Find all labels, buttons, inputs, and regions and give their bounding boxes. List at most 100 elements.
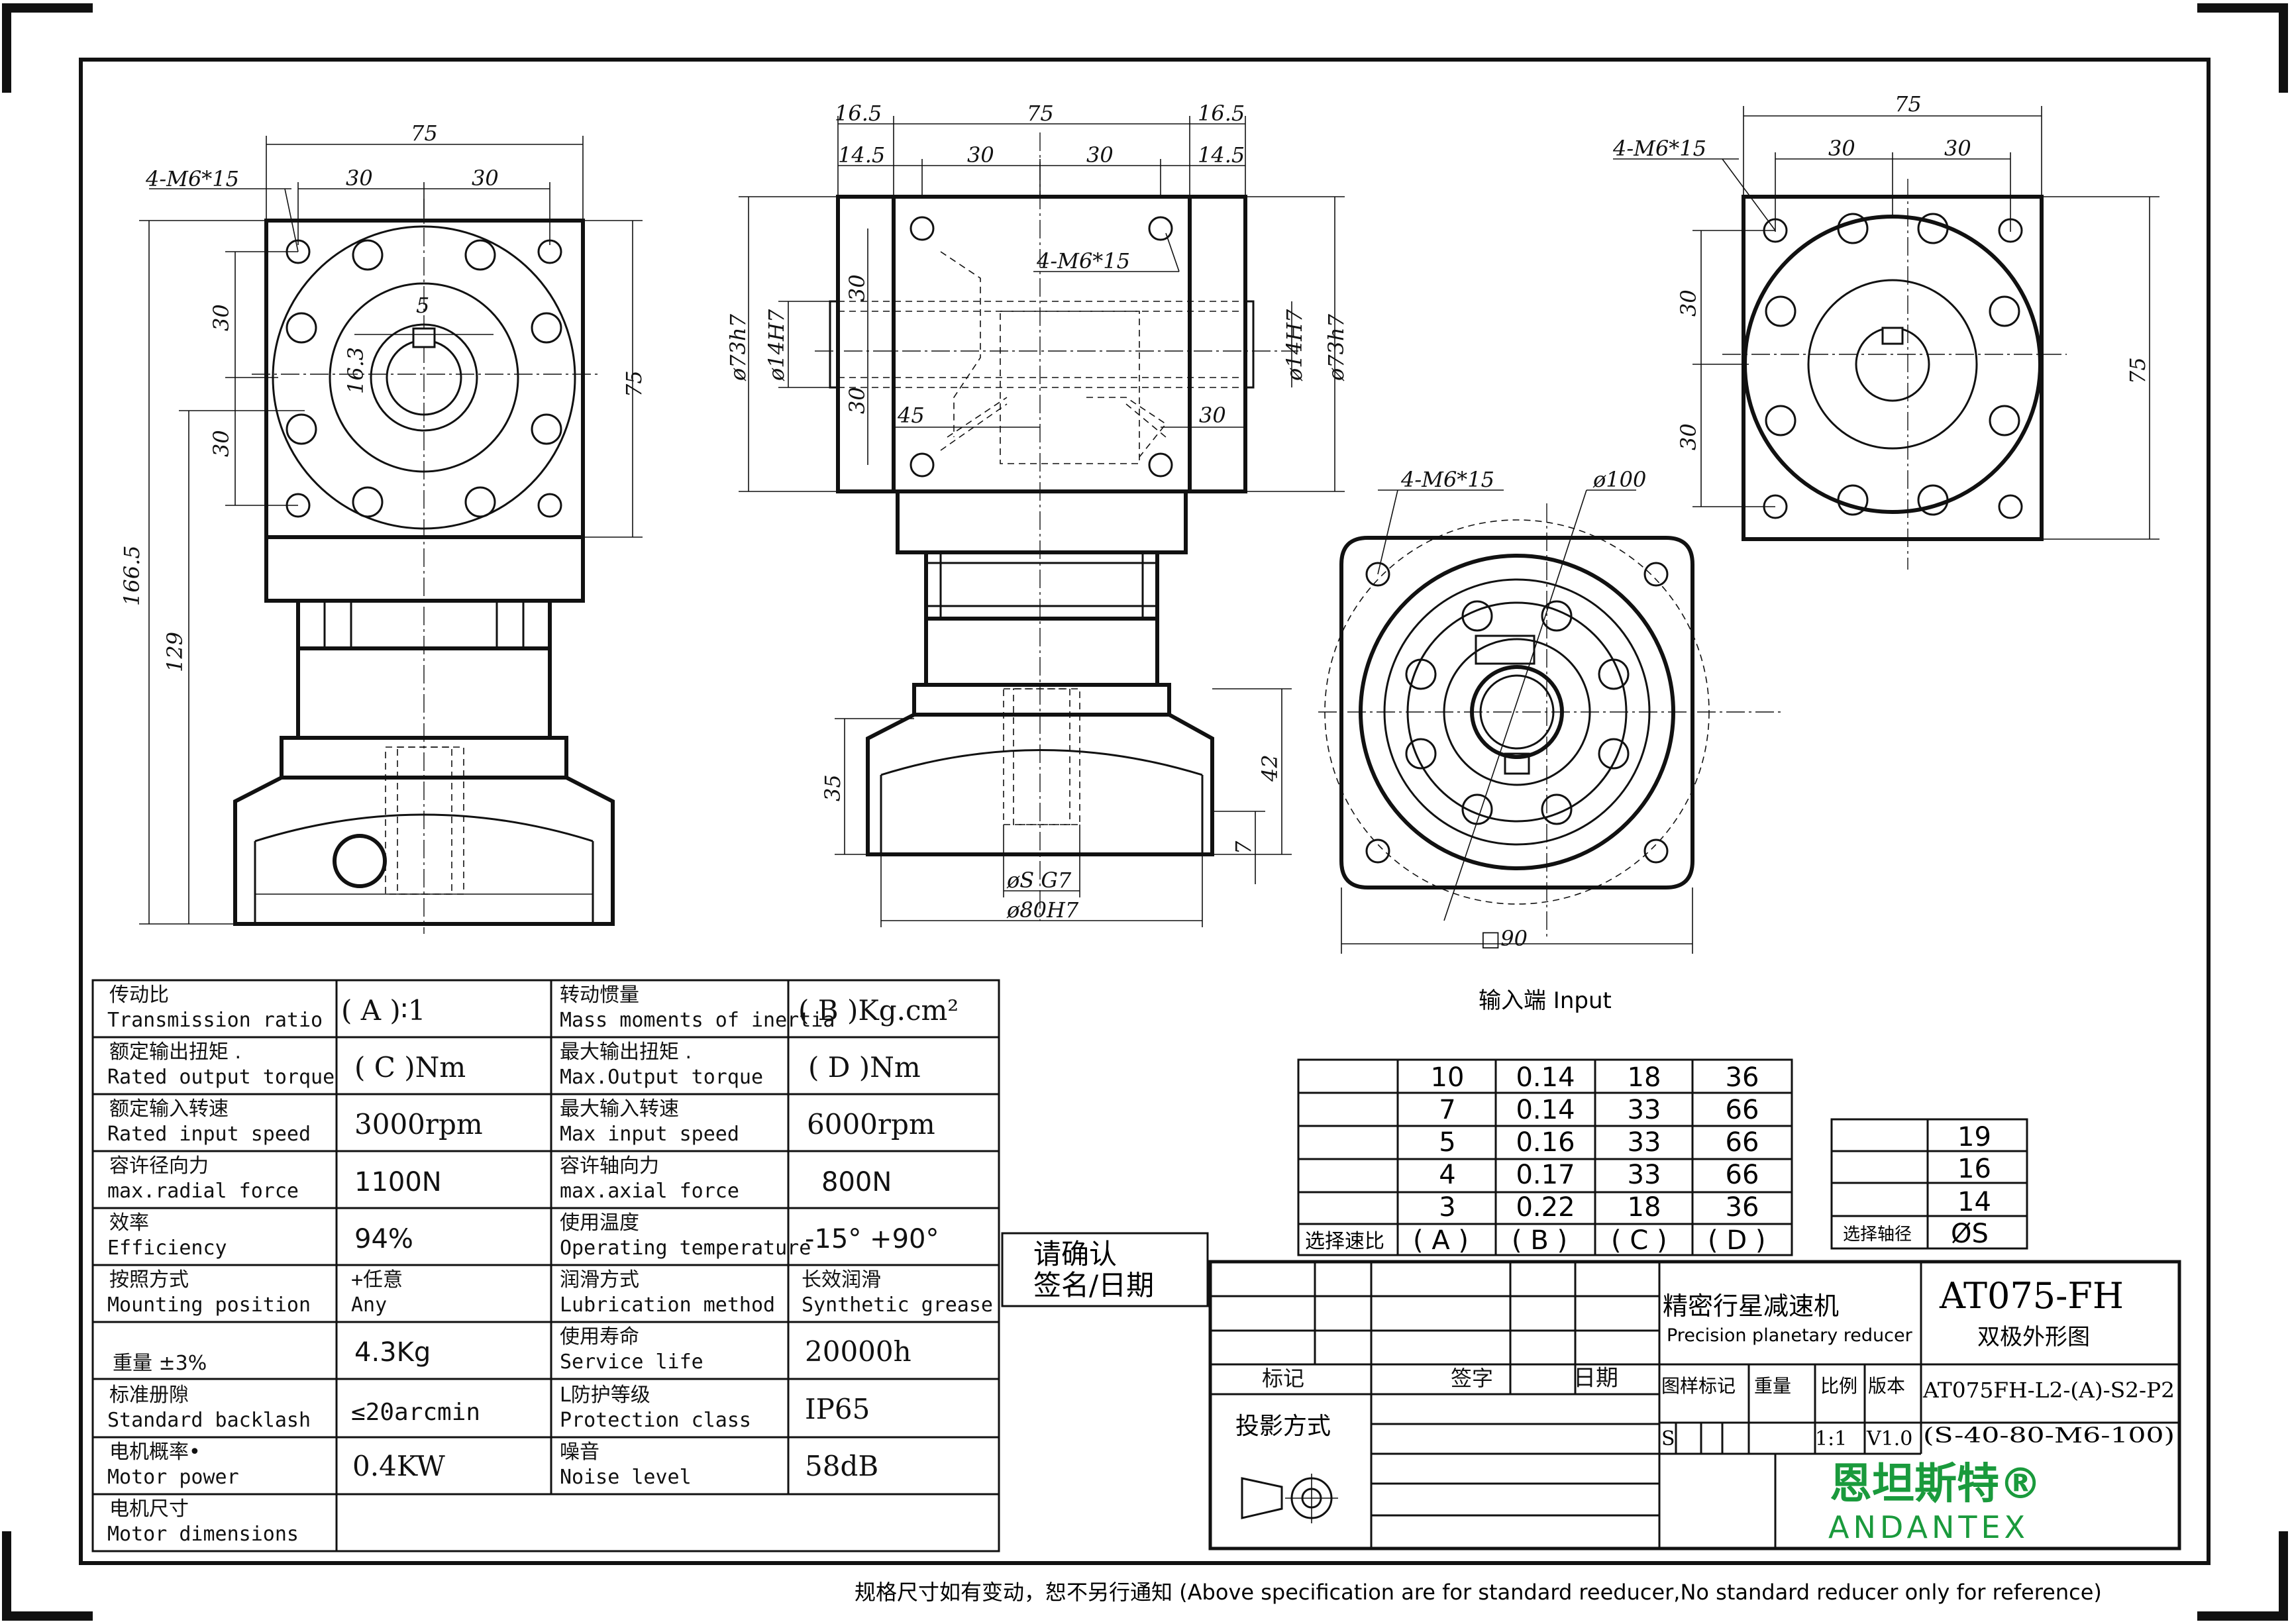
right-dim: 30	[1676, 289, 1701, 317]
svg-text:94%: 94%	[354, 1224, 413, 1254]
right-dim: 75	[2125, 357, 2150, 384]
svg-text:Noise level: Noise level	[560, 1466, 692, 1489]
svg-text:按照方式: 按照方式	[109, 1268, 189, 1292]
svg-text:电机尺寸: 电机尺寸	[109, 1497, 189, 1521]
middle-dim: 30	[967, 142, 994, 168]
left-dim: 75	[621, 370, 647, 397]
svg-text:图样标记: 图样标记	[1661, 1375, 1736, 1397]
spec-row: 额定输出扭矩 . Rated output torque ( C )Nm 最大输…	[107, 1040, 921, 1089]
svg-text:V1.0: V1.0	[1866, 1427, 1912, 1450]
svg-text:Rated output torque: Rated output torque	[107, 1066, 335, 1089]
ratio-cell: 18	[1628, 1192, 1661, 1223]
ratio-cell: 0.16	[1516, 1127, 1575, 1158]
input-dim: ø100	[1592, 467, 1646, 492]
input-dim: 4-M6*15	[1400, 467, 1494, 492]
svg-text:投影方式: 投影方式	[1235, 1413, 1331, 1440]
svg-text:精密行星减速机: 精密行星减速机	[1663, 1292, 1839, 1321]
svg-text:效率: 效率	[109, 1211, 149, 1235]
svg-text:58dB: 58dB	[805, 1450, 878, 1482]
svg-text:( B )Kg.cm²: ( B )Kg.cm²	[798, 994, 959, 1027]
svg-text:IP65: IP65	[805, 1393, 870, 1425]
svg-text:-15° +90°: -15° +90°	[805, 1224, 939, 1254]
svg-text:比例: 比例	[1820, 1375, 1857, 1397]
svg-text:Lubrication method: Lubrication method	[560, 1294, 775, 1317]
right-dim: 30	[1828, 136, 1855, 161]
ratio-cell: 0.14	[1516, 1095, 1575, 1125]
svg-text:Mass moments of inertia: Mass moments of inertia	[560, 1009, 835, 1032]
svg-text:Service life: Service life	[560, 1350, 703, 1374]
middle-dim: 4-M6*15	[1036, 248, 1130, 274]
svg-text:双极外形图: 双极外形图	[1977, 1324, 2090, 1350]
svg-text:Standard backlash: Standard backlash	[107, 1409, 311, 1432]
svg-text:Efficiency: Efficiency	[107, 1237, 227, 1260]
middle-dim: ø80H7	[1006, 897, 1079, 923]
middle-dim: 30	[845, 387, 870, 414]
middle-dim: 75	[1027, 101, 1054, 126]
svg-text:Max.Output torque: Max.Output torque	[560, 1066, 763, 1089]
svg-text:使用寿命: 使用寿命	[560, 1325, 639, 1348]
brand-cn: 恩坦斯特®	[1830, 1460, 2042, 1509]
footnote: 规格尺寸如有变动，恕不另行通知 (Above specification are…	[855, 1580, 2102, 1605]
shaft-table: 19 16 14 选择轴径 ØS	[1830, 1118, 2028, 1250]
svg-text:0.4KW: 0.4KW	[352, 1450, 446, 1482]
svg-text:额定输出扭矩 .: 额定输出扭矩 .	[109, 1040, 241, 1064]
svg-text:转动惯量: 转动惯量	[560, 984, 639, 1007]
svg-text:(S-40-80-M6-100): (S-40-80-M6-100)	[1923, 1423, 2175, 1448]
left-dim: 16.3	[343, 347, 368, 394]
spec-row: 额定输入转速 Rated input speed 3000rpm 最大输入转速 …	[107, 1097, 935, 1146]
svg-text:AT075-FH: AT075-FH	[1939, 1275, 2124, 1317]
shaft-cell: 14	[1957, 1187, 1991, 1217]
left-dim: 166.5	[119, 545, 144, 606]
ratio-footer-cell: ( A )	[1413, 1225, 1469, 1256]
ratio-cell: 66	[1726, 1127, 1759, 1158]
left-dim: 5	[416, 293, 429, 318]
ratio-footer-cell: ( B )	[1512, 1225, 1567, 1256]
svg-text:( A )∶1: ( A )∶1	[341, 994, 425, 1027]
ratio-footer-cell: ( D )	[1708, 1225, 1765, 1256]
right-view	[1722, 179, 2067, 570]
svg-text:润滑方式: 润滑方式	[560, 1268, 639, 1292]
ratio-footer-label: 选择速比	[1305, 1230, 1384, 1253]
svg-text:版本: 版本	[1868, 1375, 1905, 1397]
spec-row: 电机概率• Motor power 0.4KW 噪音 Noise level 5…	[107, 1441, 878, 1489]
svg-text:最大输入转速: 最大输入转速	[560, 1097, 679, 1121]
svg-text:Operating temperature: Operating temperature	[560, 1237, 811, 1260]
ratio-cell: 0.17	[1516, 1160, 1575, 1190]
svg-text:重量: 重量	[1754, 1375, 1791, 1397]
ratio-cell: 5	[1439, 1127, 1455, 1158]
ratio-cell: 10	[1431, 1062, 1465, 1093]
projection-symbol	[1241, 1474, 1338, 1523]
shaft-cell: 16	[1957, 1154, 1991, 1184]
right-dim: 30	[1944, 136, 1971, 161]
input-view-dims: 4-M6*15 ø100 □90 输入端 Input	[1400, 467, 1646, 1014]
middle-dim: ø14H7	[764, 309, 789, 381]
svg-text:Mounting position: Mounting position	[107, 1294, 311, 1317]
ratio-cell: 33	[1628, 1095, 1661, 1125]
ratio-cell: 7	[1439, 1095, 1455, 1125]
middle-dim: ø73h7	[725, 313, 751, 381]
middle-dim: 30	[845, 274, 870, 301]
svg-text:6000rpm: 6000rpm	[807, 1108, 935, 1141]
svg-text:Motor dimensions: Motor dimensions	[107, 1523, 299, 1546]
svg-text:容许径向力: 容许径向力	[109, 1154, 209, 1178]
input-view	[1318, 503, 1782, 940]
ratio-cell: 36	[1726, 1062, 1759, 1093]
ratio-cell: 36	[1726, 1192, 1759, 1223]
middle-dim: 30	[1199, 403, 1226, 428]
svg-text:3000rpm: 3000rpm	[354, 1108, 483, 1141]
shaft-footer-cell: ØS	[1951, 1219, 1989, 1249]
middle-dim: 7	[1231, 840, 1256, 854]
ratio-cell: 33	[1628, 1127, 1661, 1158]
input-caption: 输入端 Input	[1479, 988, 1612, 1014]
svg-text:max.axial force: max.axial force	[560, 1180, 739, 1203]
shaft-footer-label: 选择轴径	[1843, 1225, 1912, 1244]
middle-dim: 42	[1257, 754, 1282, 782]
left-dim: 30	[346, 166, 373, 191]
left-view	[233, 199, 615, 934]
left-dim: 30	[209, 430, 234, 457]
